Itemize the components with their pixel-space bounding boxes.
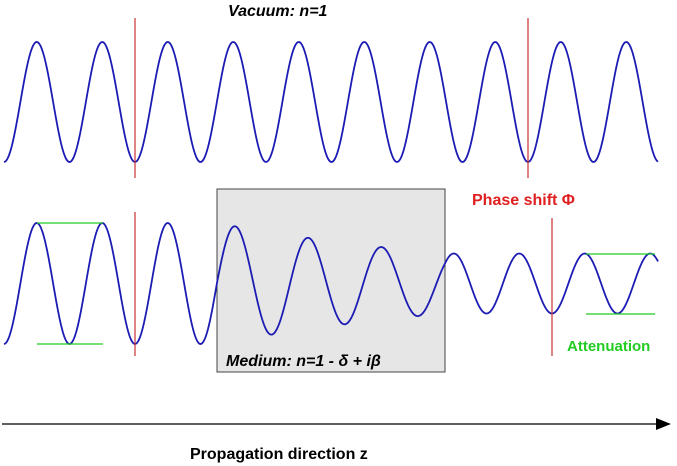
medium-block [216, 188, 446, 373]
vacuum-label: Vacuum: n=1 [228, 3, 328, 20]
vacuum-wave [3, 41, 659, 163]
propagation-axis-label: Propagation direction z [190, 446, 368, 463]
attenuation-label: Attenuation [567, 338, 650, 355]
medium-label: Medium: n=1 - δ + iβ [226, 353, 381, 370]
propagation-arrow-head [656, 418, 671, 430]
medium-wave [3, 222, 659, 345]
phase-shift-label: Phase shift Φ [472, 192, 575, 209]
